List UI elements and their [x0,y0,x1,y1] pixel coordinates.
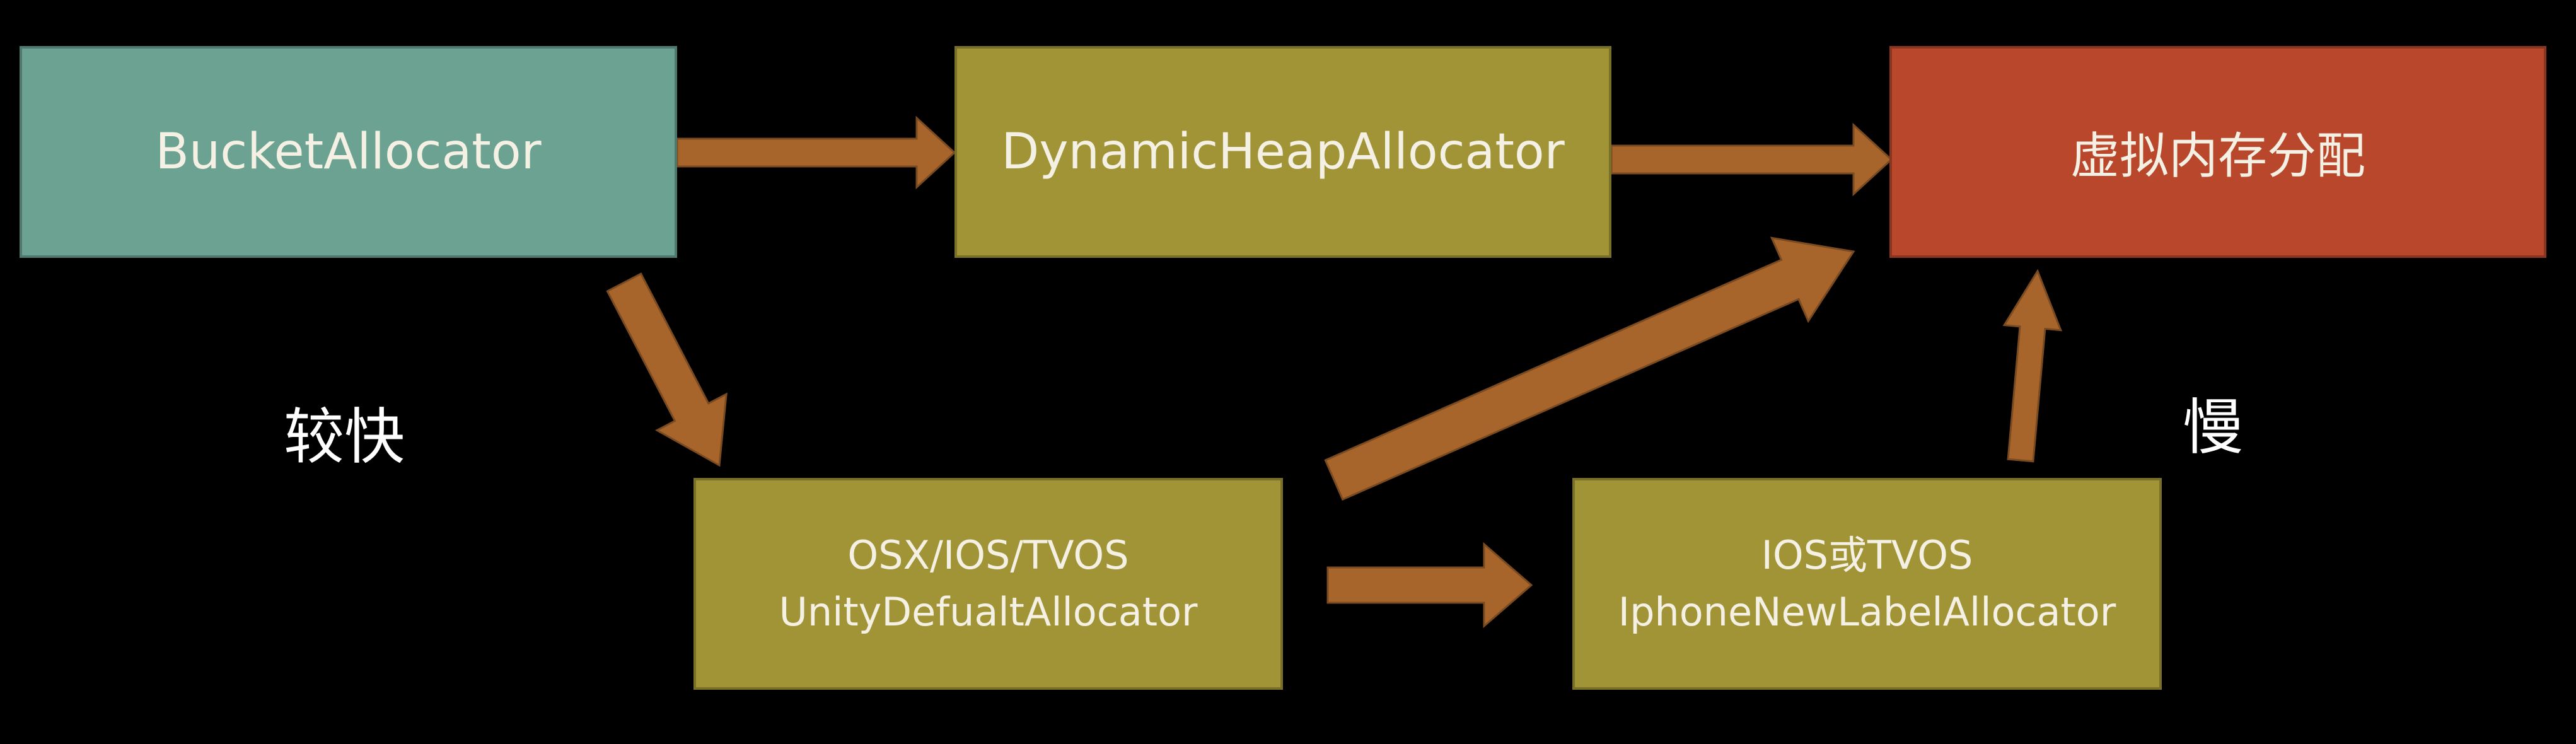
arrow-bucket-to-default [606,272,728,467]
arrow-default-to-virtual [1324,236,1855,501]
slow-label: 慢 [2183,392,2243,463]
unity-default-allocator-node: OSX/IOS/TVOS UnityDefualtAllocator [693,478,1283,690]
arrow-default-to-iphone [1326,542,1533,629]
fast-label: 较快 [284,402,405,472]
arrow-bucket-to-heap [676,115,956,190]
iphone-allocator-label: IphoneNewLabelAllocator [1618,589,2116,635]
dynamic-heap-allocator-label: DynamicHeapAllocator [1001,124,1565,180]
virtual-memory-node: 虚拟内存分配 [1889,46,2546,258]
bucket-allocator-node: BucketAllocator [20,46,677,258]
arrow-heap-to-virtual [1610,122,1893,197]
iphone-platforms-label: IOS或TVOS [1761,532,1973,579]
bucket-allocator-label: BucketAllocator [155,124,542,180]
iphone-allocator-node: IOS或TVOS IphoneNewLabelAllocator [1572,478,2162,690]
default-allocator-label: UnityDefualtAllocator [779,589,1198,635]
default-platforms-label: OSX/IOS/TVOS [847,532,1129,579]
dynamic-heap-allocator-node: DynamicHeapAllocator [954,46,1611,258]
arrow-iphone-to-virtual [2002,269,2063,463]
virtual-memory-label: 虚拟内存分配 [2070,128,2365,185]
